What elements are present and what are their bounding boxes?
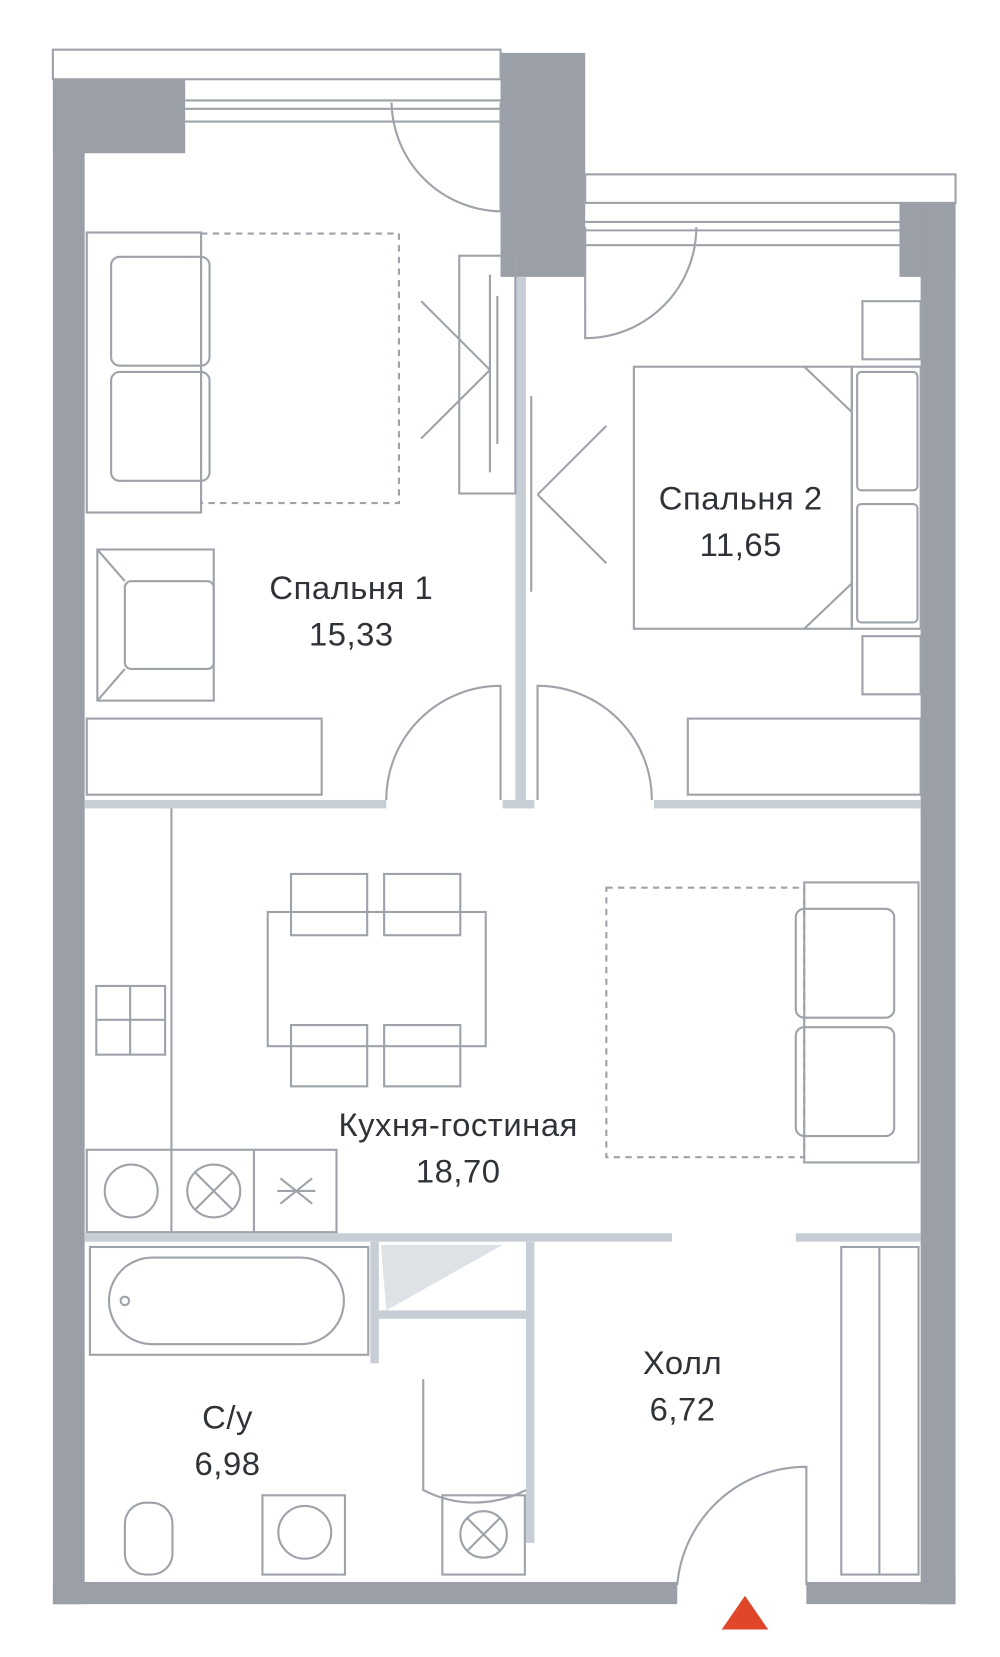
room-area-bathroom: 6,98 <box>195 1445 261 1482</box>
room-name-kitchen-living: Кухня-гостиная <box>339 1106 578 1143</box>
room-area-hall: 6,72 <box>650 1390 716 1427</box>
balcony-doors <box>390 102 698 340</box>
room-labels: Спальня 1 15,33 Спальня 2 11,65 Кухня-го… <box>195 479 823 1482</box>
entrance-marker-icon <box>721 1595 769 1630</box>
furniture <box>85 231 922 1576</box>
room-area-bedroom-1: 15,33 <box>309 616 394 653</box>
windows <box>185 99 900 247</box>
interior-doors <box>385 254 808 1586</box>
interior-partitions <box>84 276 921 1543</box>
room-name-bedroom-1: Спальня 1 <box>269 569 433 606</box>
exterior-walls <box>51 48 957 1605</box>
room-area-kitchen-living: 18,70 <box>416 1153 501 1190</box>
room-name-hall: Холл <box>643 1344 722 1381</box>
room-area-bedroom-2: 11,65 <box>700 526 782 563</box>
room-name-bedroom-2: Спальня 2 <box>659 479 823 516</box>
room-name-bathroom: С/у <box>202 1399 253 1436</box>
